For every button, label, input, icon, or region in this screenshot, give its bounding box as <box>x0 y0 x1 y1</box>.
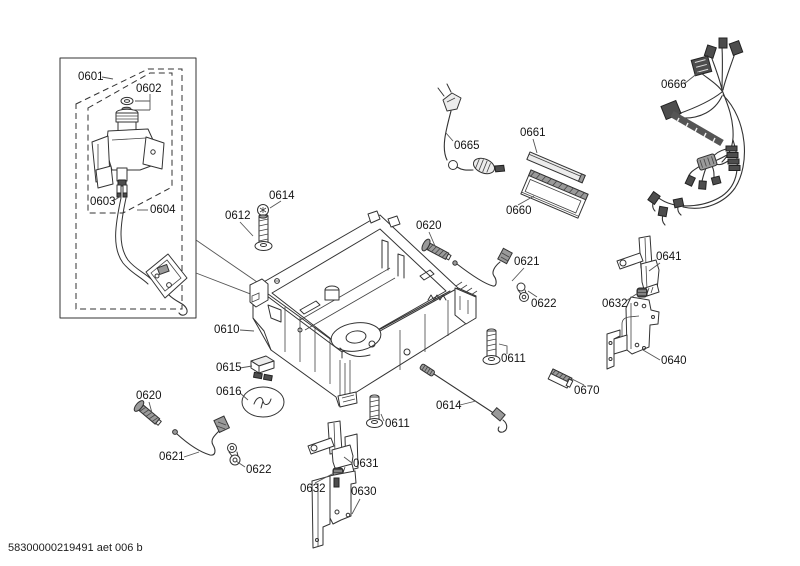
part-label-0602: 0602 <box>136 83 162 95</box>
part-0614-sensor-cable <box>419 363 508 433</box>
part-label-0632-right: 0632 <box>602 298 628 310</box>
part-label-0631: 0631 <box>353 458 379 470</box>
part-label-0622-top: 0622 <box>531 298 557 310</box>
part-label-0601: 0601 <box>78 71 104 83</box>
part-label-0640: 0640 <box>661 355 687 367</box>
part-0622-clamp-upper <box>516 282 529 302</box>
part-label-0641: 0641 <box>656 251 682 263</box>
part-0661-strip <box>526 151 586 184</box>
document-code: 58300000219491 aet 006 b <box>8 542 143 554</box>
part-0610-base-frame <box>249 210 478 408</box>
part-0621-sensor-cable-upper <box>452 247 513 287</box>
part-label-0612: 0612 <box>225 210 251 222</box>
part-0640-mounting-bracket <box>606 296 660 370</box>
part-label-0661: 0661 <box>520 127 546 139</box>
part-label-0622-bottom: 0622 <box>246 464 272 476</box>
part-label-0660: 0660 <box>506 205 532 217</box>
part-0611-screw-right <box>482 328 501 365</box>
part-0616-seal-disc <box>241 386 285 418</box>
part-0614-torx-nut <box>257 204 269 219</box>
part-0622-clamp-lower <box>227 443 241 466</box>
part-label-0604: 0604 <box>150 204 176 216</box>
part-label-0666: 0666 <box>661 79 687 91</box>
part-label-0611-bottom: 0611 <box>385 418 410 430</box>
part-label-0610: 0610 <box>214 324 240 336</box>
part-0665-power-cord <box>437 83 506 175</box>
part-label-0603: 0603 <box>90 196 116 208</box>
part-label-0670: 0670 <box>574 385 600 397</box>
part-0666-cable-harness <box>647 37 745 226</box>
part-0660-cover <box>520 169 589 219</box>
part-label-0621-bottom: 0621 <box>159 451 185 463</box>
part-label-0621-top: 0621 <box>514 256 540 268</box>
part-label-0611-right: 0611 <box>501 353 526 365</box>
part-label-0615: 0615 <box>216 362 242 374</box>
part-0621-sensor-cable-lower <box>172 415 231 456</box>
part-0620-pin-lower <box>133 400 162 426</box>
part-0670-clip <box>547 368 574 389</box>
part-label-0620-top: 0620 <box>416 220 442 232</box>
part-label-0665: 0665 <box>454 140 480 152</box>
part-callout-labels: 0601 0602 0603 0604 0612 0614 0610 0615 … <box>78 71 687 498</box>
part-0604-supply-hose <box>115 197 188 316</box>
part-label-0614-top: 0614 <box>269 190 295 202</box>
part-label-0620-bottom: 0620 <box>136 390 162 402</box>
part-0615-block <box>250 355 275 382</box>
part-label-0632-bottom: 0632 <box>300 483 326 495</box>
part-0632-grommet-right <box>636 287 648 298</box>
part-0631-hinge-lever <box>307 420 359 477</box>
part-label-0614-cable: 0614 <box>436 400 462 412</box>
part-0630-mounting-bracket <box>311 470 357 549</box>
part-0601-aquastop-valve <box>91 108 165 189</box>
part-0601-assembly-box <box>59 57 197 319</box>
part-0620-pin-upper <box>421 238 452 261</box>
part-label-0630: 0630 <box>351 486 377 498</box>
part-0611-screw-lower <box>366 394 383 428</box>
part-label-0616: 0616 <box>216 386 242 398</box>
part-0641-hinge-lever <box>616 235 660 297</box>
leader-lines <box>101 71 700 515</box>
